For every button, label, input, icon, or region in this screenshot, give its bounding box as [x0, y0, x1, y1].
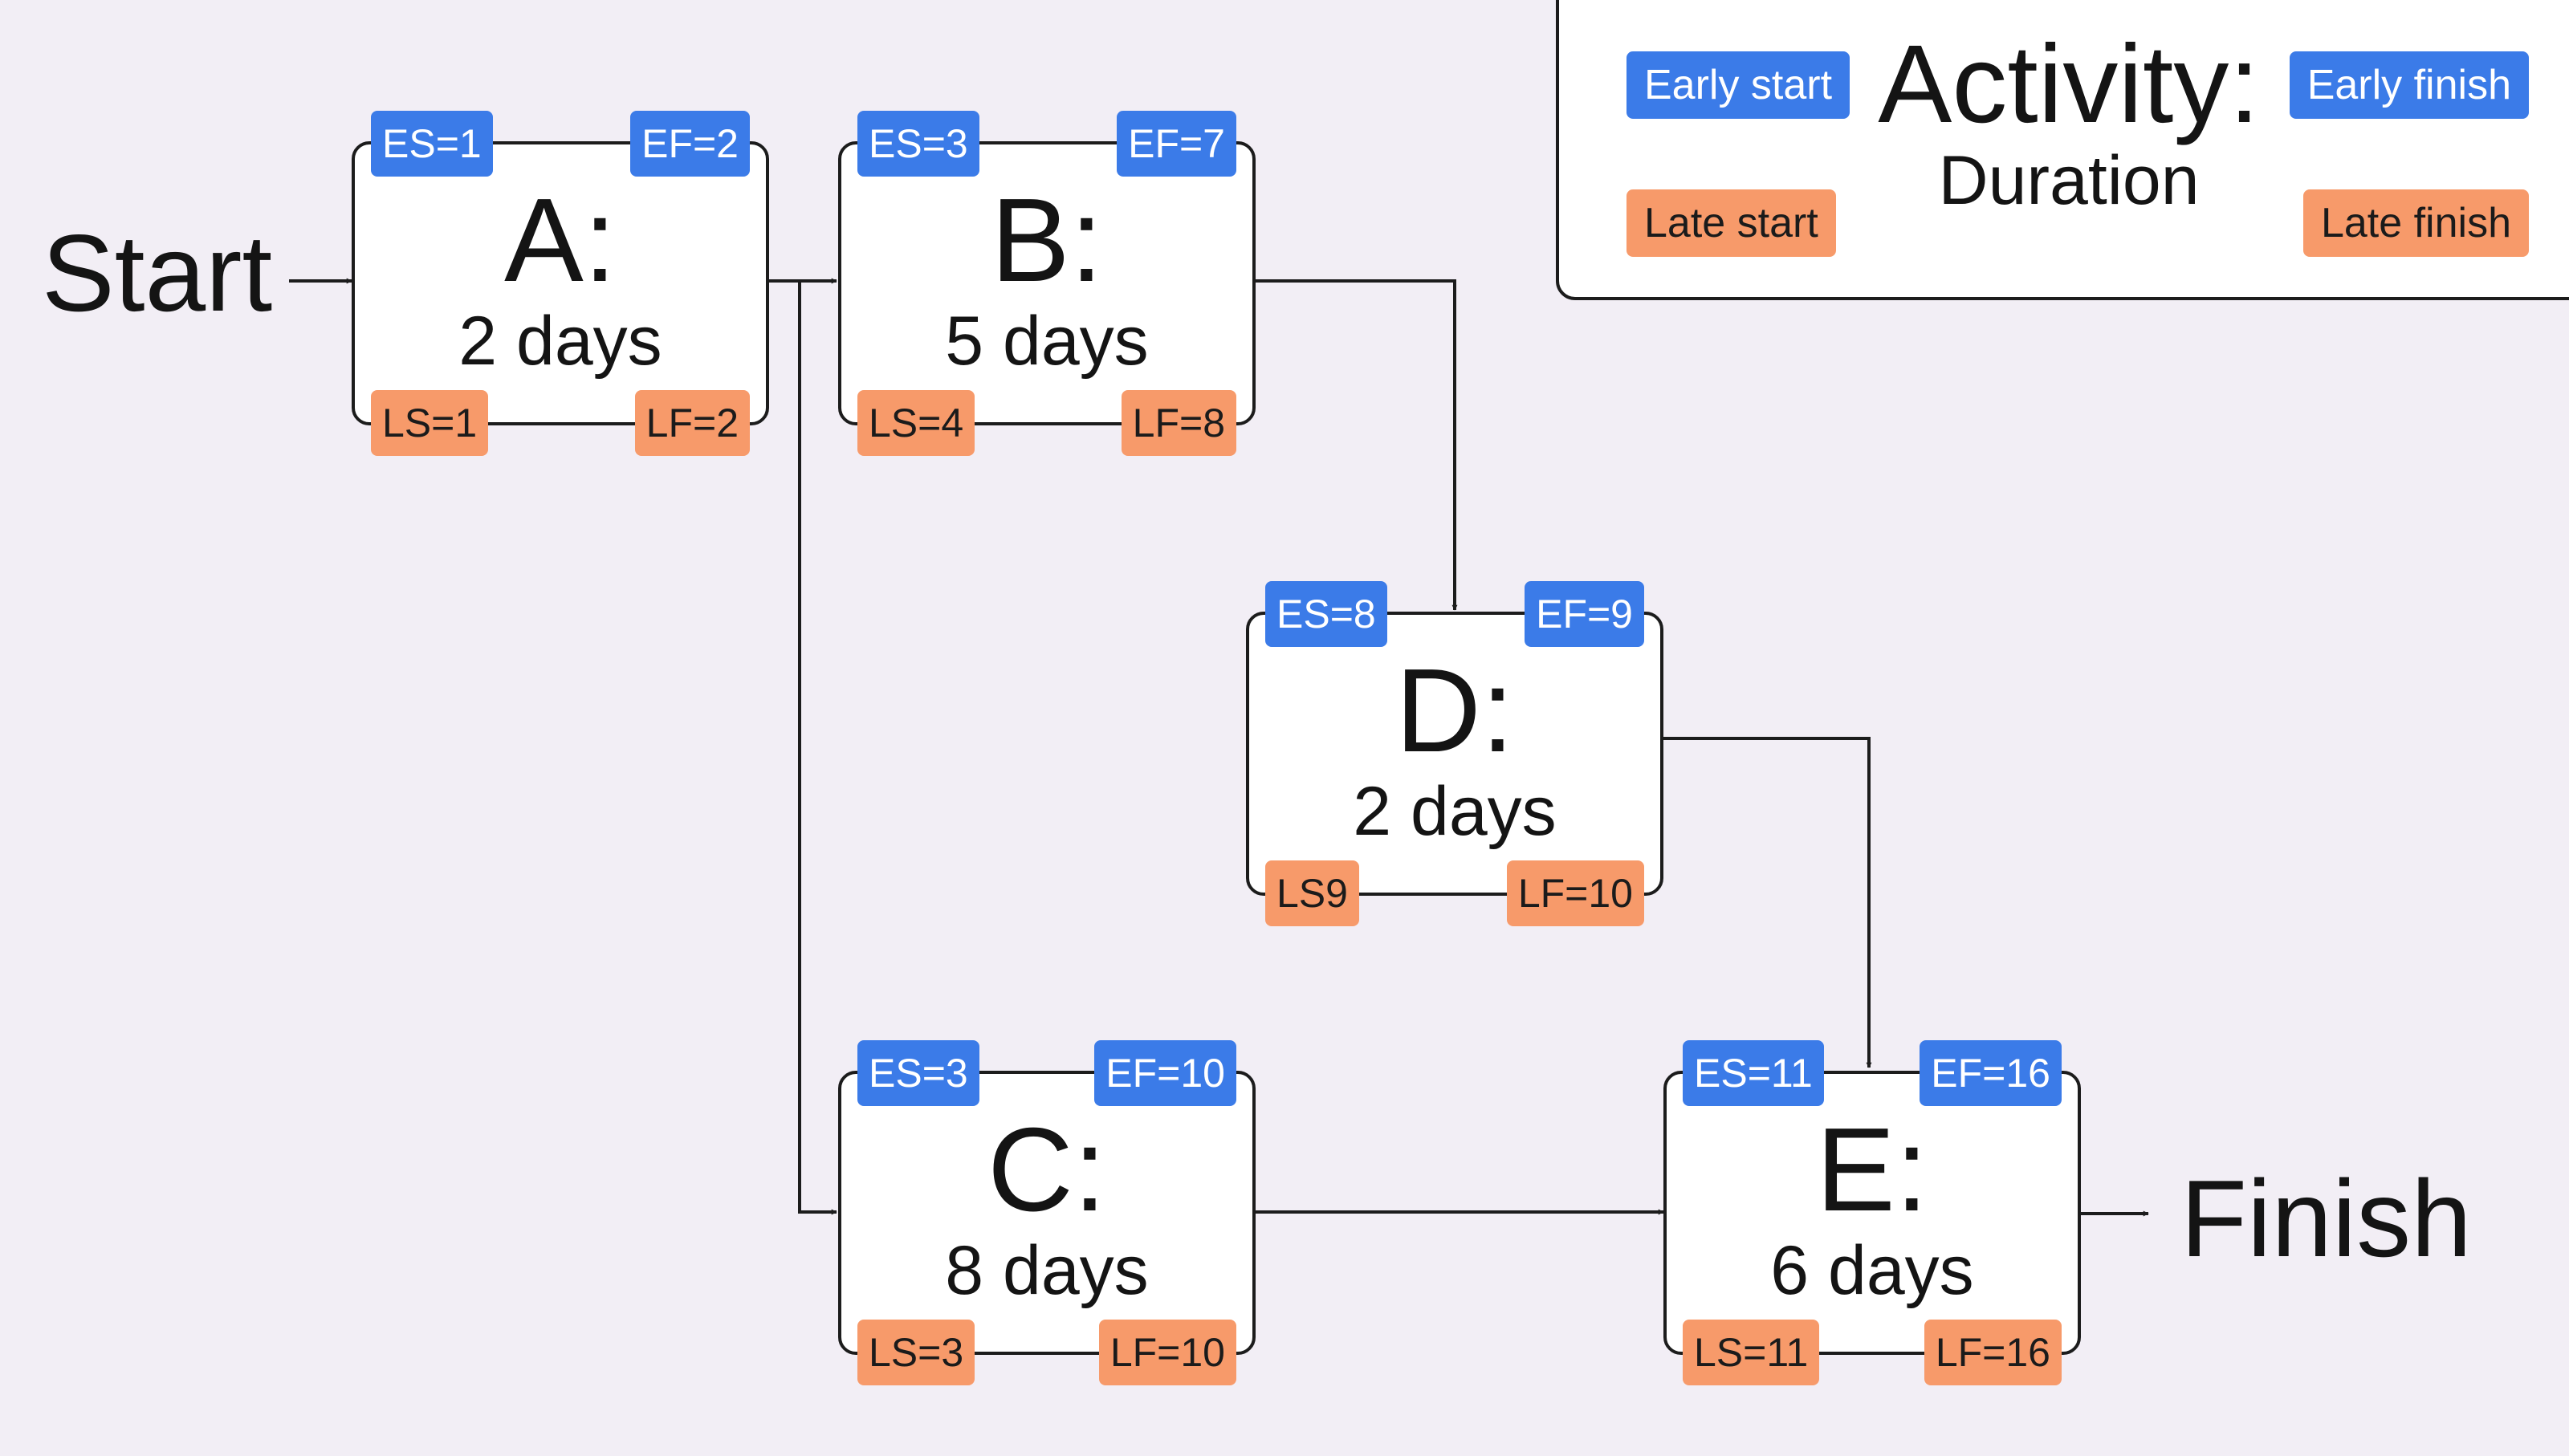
activity-b-early-finish: EF=7 — [1117, 111, 1236, 177]
activity-a-late-finish: LF=2 — [634, 390, 750, 456]
activity-d-early-start: ES=8 — [1265, 581, 1387, 647]
finish-label: Finish — [2180, 1157, 2472, 1279]
legend: Early start Early finish Activity: Durat… — [1556, 0, 2569, 300]
activity-a-late-start: LS=1 — [371, 390, 489, 456]
activity-d-box[interactable]: ES=8 EF=9 D: 2 days LS9 LF=10 — [1246, 581, 1663, 926]
activity-d-late-start: LS9 — [1265, 860, 1359, 926]
activity-c-late-finish: LF=10 — [1098, 1320, 1236, 1385]
activity-a-early-finish: EF=2 — [630, 111, 750, 177]
start-label: Start — [42, 212, 273, 334]
legend-late-start: Late start — [1626, 189, 1836, 257]
legend-early-finish: Early finish — [2289, 51, 2529, 119]
activity-b-late-start: LS=4 — [857, 390, 975, 456]
arrow-d-to-e — [1662, 737, 1872, 1068]
activity-c-box[interactable]: ES=3 EF=10 C: 8 days LS=3 LF=10 — [838, 1040, 1256, 1385]
activity-d-late-finish: LF=10 — [1506, 860, 1644, 926]
activity-e-duration: 6 days — [1770, 1232, 1974, 1309]
activity-e-box[interactable]: ES=11 EF=16 E: 6 days LS=11 LF=16 — [1663, 1040, 2081, 1385]
activity-a-box[interactable]: ES=1 EF=2 A: 2 days LS=1 LF=2 — [352, 111, 769, 456]
activity-d-early-finish: EF=9 — [1525, 581, 1644, 647]
legend-activity-title: Activity: — [1878, 22, 2260, 146]
arrow-b-to-d — [1254, 279, 1458, 611]
activity-d-name: D: — [1395, 645, 1514, 777]
activity-c-duration: 8 days — [945, 1232, 1149, 1309]
activity-e-late-finish: LF=16 — [1924, 1320, 2062, 1385]
activity-c-early-start: ES=3 — [857, 1040, 979, 1106]
activity-b-early-start: ES=3 — [857, 111, 979, 177]
legend-early-start: Early start — [1626, 51, 1850, 119]
activity-e-name: E: — [1816, 1104, 1928, 1236]
legend-late-finish: Late finish — [2302, 189, 2529, 257]
activity-b-name: B: — [991, 174, 1103, 307]
activity-e-early-finish: EF=16 — [1920, 1040, 2062, 1106]
activity-c-late-start: LS=3 — [857, 1320, 975, 1385]
activity-e-early-start: ES=11 — [1683, 1040, 1824, 1106]
activity-a-early-start: ES=1 — [371, 111, 493, 177]
legend-duration: Duration — [1938, 142, 2200, 219]
activity-a-duration: 2 days — [458, 303, 662, 380]
arrow-a-to-c — [798, 281, 837, 1215]
activity-c-early-finish: EF=10 — [1094, 1040, 1236, 1106]
activity-b-box[interactable]: ES=3 EF=7 B: 5 days LS=4 LF=8 — [838, 111, 1256, 456]
activity-a-name: A: — [504, 174, 617, 307]
activity-e-late-start: LS=11 — [1683, 1320, 1820, 1385]
activity-d-duration: 2 days — [1353, 773, 1557, 850]
activity-b-late-finish: LF=8 — [1121, 390, 1236, 456]
activity-b-duration: 5 days — [945, 303, 1149, 380]
activity-c-name: C: — [987, 1104, 1106, 1236]
